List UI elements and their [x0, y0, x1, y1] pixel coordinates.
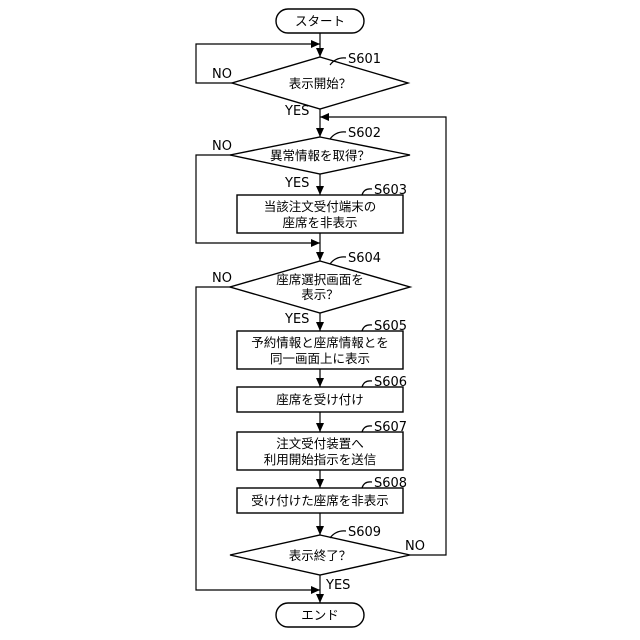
- decision-s601: 表示開始？: [232, 57, 408, 109]
- decision-s602-text: 異常情報を取得？: [270, 148, 370, 163]
- decision-s601-text: 表示開始？: [289, 76, 352, 91]
- step-id-s601: S601: [348, 52, 381, 67]
- step-id-s606: S606: [374, 375, 407, 390]
- s602-no-label: NO: [212, 139, 232, 154]
- step-id-s607: S607: [374, 420, 407, 435]
- decision-s609: 表示終了？: [230, 535, 410, 575]
- process-s607: 注文受付装置へ 利用開始指示を送信: [237, 432, 403, 470]
- step-id-s608: S608: [374, 476, 407, 491]
- process-s605-line-1: 予約情報と座席情報とを: [251, 335, 389, 350]
- process-s607-line-1: 注文受付装置へ: [276, 436, 364, 451]
- process-s607-line-2: 利用開始指示を送信: [264, 452, 377, 467]
- step-id-s604: S604: [348, 251, 381, 266]
- step-id-s605: S605: [374, 319, 407, 334]
- decision-s604-line-1: 座席選択画面を: [276, 272, 364, 287]
- s609-no-label: NO: [405, 539, 425, 554]
- process-s603-line-1: 当該注文受付端末の: [264, 199, 377, 214]
- start-label: スタート: [295, 14, 345, 29]
- s604-no-label: NO: [212, 271, 232, 286]
- end-label: エンド: [301, 608, 339, 623]
- process-s608-text: 受け付けた座席を非表示: [251, 493, 389, 508]
- process-s606-text: 座席を受け付け: [276, 392, 364, 407]
- process-s605: 予約情報と座席情報とを 同一画面上に表示: [237, 331, 403, 369]
- step-id-s602: S602: [348, 126, 381, 141]
- decision-s604: 座席選択画面を 表示？: [230, 261, 410, 313]
- start-terminal: スタート: [276, 9, 364, 33]
- s609-yes-label: YES: [325, 578, 350, 593]
- process-s605-line-2: 同一画面上に表示: [270, 351, 370, 366]
- process-s608: 受け付けた座席を非表示: [237, 488, 403, 513]
- end-terminal: エンド: [276, 603, 364, 627]
- step-id-s609: S609: [348, 525, 381, 540]
- decision-s609-text: 表示終了？: [289, 548, 352, 563]
- process-s603-line-2: 座席を非表示: [282, 215, 357, 230]
- step-id-s603: S603: [374, 183, 407, 198]
- s604-yes-label: YES: [284, 312, 309, 327]
- process-s603: 当該注文受付端末の 座席を非表示: [237, 195, 403, 233]
- s602-yes-label: YES: [284, 176, 309, 191]
- process-s606: 座席を受け付け: [237, 387, 403, 412]
- s601-yes-label: YES: [284, 104, 309, 119]
- s601-no-label: NO: [212, 67, 232, 82]
- decision-s604-line-2: 表示？: [301, 287, 339, 302]
- decision-s602: 異常情報を取得？: [230, 137, 410, 174]
- connectors: [196, 33, 446, 603]
